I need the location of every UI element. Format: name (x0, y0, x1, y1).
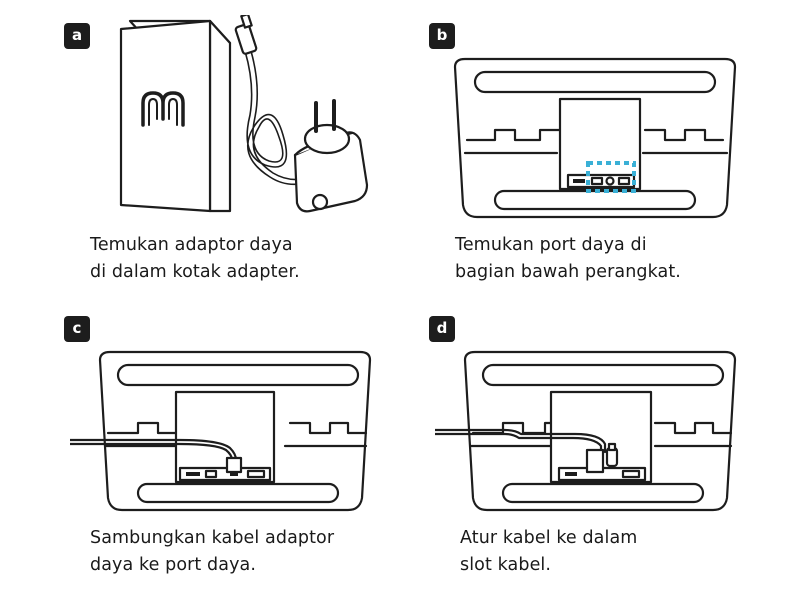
device-bottom-illustration (453, 57, 737, 219)
barrel-plug (234, 23, 258, 55)
power-cable (70, 438, 238, 462)
step-badge: c (64, 316, 90, 342)
route-cable-illustration (435, 350, 737, 512)
cable-plug (585, 448, 605, 474)
box-front (119, 19, 212, 213)
step-caption: Temukan adaptor daya di dalam kotak adap… (90, 232, 300, 286)
caption-line-1: Atur kabel ke dalam (460, 528, 638, 548)
step-caption: Atur kabel ke dalam slot kabel. (460, 525, 637, 579)
caption-line-2: slot kabel. (460, 555, 552, 575)
brand-logo-icon (141, 91, 185, 127)
usb-port (590, 176, 604, 186)
adapter-box-illustration (119, 15, 369, 213)
caption-line-2: di dalam kotak adapter. (90, 262, 300, 282)
cable-plug (225, 456, 243, 474)
step-badge: a (64, 23, 90, 49)
caption-line-1: Sambungkan kabel adaptor (90, 528, 335, 548)
step-badge: b (429, 23, 455, 49)
connect-cable-illustration (70, 350, 372, 512)
top-slot (116, 363, 360, 387)
bottom-slot (493, 189, 697, 211)
box-side (208, 19, 232, 213)
caption-line-1: Temukan port daya di (455, 235, 647, 255)
step-c: c Sambungkan kabel adaptor daya ke port … (60, 308, 450, 598)
bottom-slot (136, 482, 340, 504)
top-slot (481, 363, 725, 387)
step-d: d Atur kabel ke dalam slot kabel. (425, 308, 810, 598)
step-a: a Temukan adaptor daya di dalam kotak ad… (60, 15, 450, 305)
port-highlight (586, 161, 636, 193)
power-port (605, 176, 615, 186)
bottom-slot (501, 482, 705, 504)
adapter-plug-face (303, 123, 351, 155)
step-b: b Temukan port daya di bagian bawah pera… (425, 15, 810, 305)
step-caption: Temukan port daya di bagian bawah perang… (455, 232, 681, 286)
top-slot (473, 70, 717, 94)
caption-line-2: bagian bawah perangkat. (455, 262, 681, 282)
step-caption: Sambungkan kabel adaptor daya ke port da… (90, 525, 334, 579)
step-badge: d (429, 316, 455, 342)
caption-line-1: Temukan adaptor daya (90, 235, 293, 255)
caption-line-2: daya ke port daya. (90, 555, 257, 575)
routed-cable (435, 428, 607, 454)
